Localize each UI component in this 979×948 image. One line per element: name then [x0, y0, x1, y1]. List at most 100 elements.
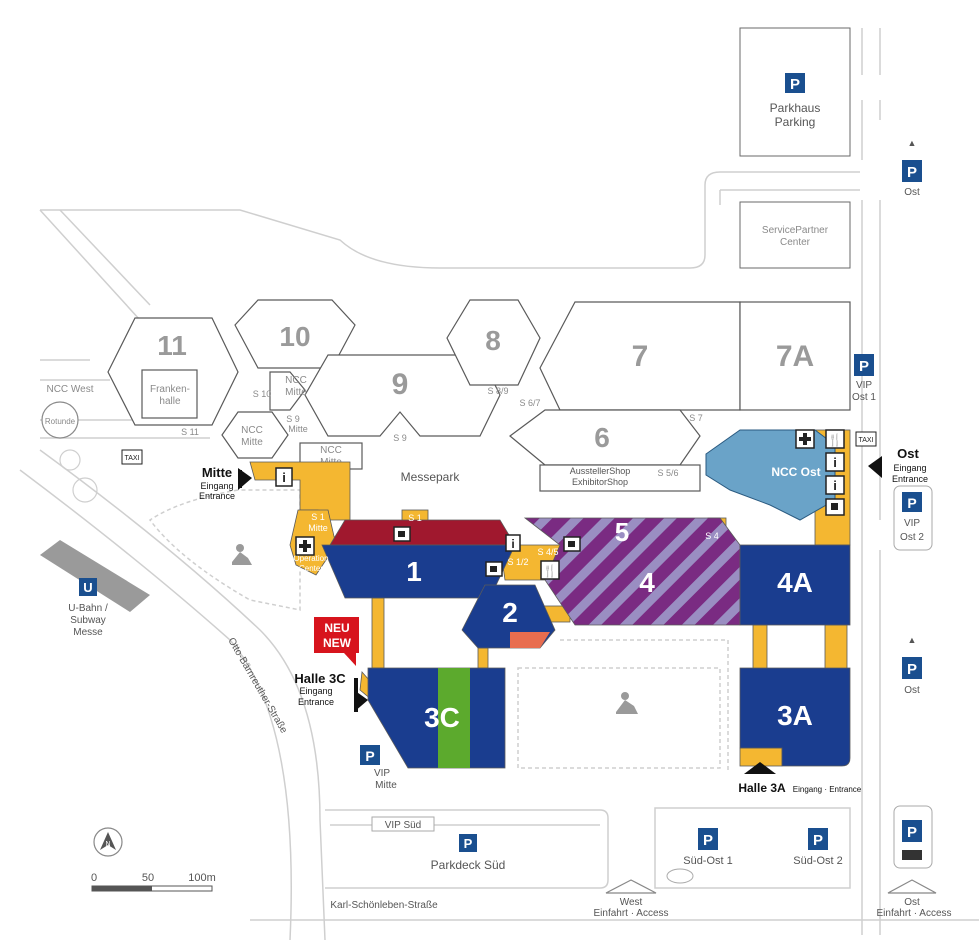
ncc-mitte-c [269, 371, 306, 411]
svg-text:NCC: NCC [320, 445, 342, 456]
svg-text:S 1: S 1 [311, 512, 325, 522]
svg-text:Mitte: Mitte [375, 780, 397, 791]
svg-text:1: 1 [406, 556, 422, 587]
svg-text:4A: 4A [777, 567, 813, 598]
svg-text:S 11: S 11 [181, 427, 199, 437]
svg-text:VIP: VIP [856, 380, 872, 391]
svg-text:Mitte: Mitte [288, 424, 308, 434]
svg-text:Center: Center [299, 564, 323, 573]
parking-ost-top: ▲ P Ost [902, 138, 922, 198]
hall-7a [739, 301, 851, 411]
svg-text:Ost 2: Ost 2 [900, 532, 924, 543]
parking-vip-mitte: P VIP Mitte [360, 745, 397, 791]
entrance-arrow-icon [354, 678, 368, 712]
svg-text:6: 6 [594, 422, 610, 453]
svg-text:VIP: VIP [904, 518, 920, 529]
svg-text:P: P [790, 76, 800, 93]
svg-text:Messepark: Messepark [401, 470, 461, 484]
svg-text:Halle 3C: Halle 3C [294, 671, 346, 686]
svg-text:S 10: S 10 [253, 389, 272, 399]
svg-text:Parkhaus: Parkhaus [770, 101, 821, 115]
svg-text:100m: 100m [188, 872, 216, 884]
svg-text:Ost: Ost [904, 897, 920, 908]
svg-text:9: 9 [392, 368, 409, 401]
svg-text:Entrance: Entrance [892, 474, 928, 484]
ncc-ost: NCC Ost [705, 429, 836, 521]
restaurant-icon: 🍴 [540, 560, 560, 580]
svg-text:U: U [83, 580, 92, 595]
svg-text:NEW: NEW [323, 636, 352, 650]
svg-text:🍴: 🍴 [828, 433, 843, 447]
svg-text:TAXI: TAXI [858, 437, 873, 444]
taxi-icon: TAXI [855, 431, 877, 447]
west-access: West Einfahrt · Access [593, 879, 669, 919]
svg-text:NCC: NCC [241, 425, 263, 436]
svg-text:Parking: Parking [775, 115, 816, 129]
vip-sued: VIP Süd [371, 816, 435, 832]
parkhaus-icon [459, 834, 477, 852]
ost-access: Ost Einfahrt · Access [876, 879, 952, 919]
entrance-arrow-icon [868, 456, 882, 478]
ncc-mitte-a [221, 411, 289, 459]
parking-icon [902, 657, 922, 679]
svg-text:Mitte: Mitte [285, 387, 307, 398]
info-icon: i [825, 475, 845, 495]
svg-text:i: i [833, 455, 837, 470]
parking-icon [698, 828, 718, 850]
svg-text:Entrance: Entrance [298, 697, 334, 707]
restaurant-icon: 🍴 [825, 429, 845, 449]
svg-text:Franken-: Franken- [150, 384, 190, 395]
parkhaus: P Parkhaus Parking [739, 27, 851, 157]
svg-text:NEU: NEU [324, 621, 349, 635]
svg-text:7: 7 [632, 340, 649, 373]
svg-text:AusstellerShop: AusstellerShop [570, 466, 631, 476]
svg-text:S 6/7: S 6/7 [519, 398, 540, 408]
svg-text:Einfahrt · Access: Einfahrt · Access [593, 908, 668, 919]
coffee-icon [485, 561, 503, 577]
svg-text:3C: 3C [424, 702, 460, 733]
svg-text:i: i [511, 537, 514, 551]
svg-text:S 5/6: S 5/6 [657, 468, 678, 478]
svg-text:P: P [813, 832, 823, 849]
new-badge: NEU NEW [314, 617, 359, 666]
first-aid-icon [295, 536, 315, 556]
svg-text:8: 8 [485, 325, 501, 356]
svg-text:S 8/9: S 8/9 [487, 386, 508, 396]
parking-icon [854, 354, 874, 376]
svg-text:P: P [907, 661, 917, 678]
svg-text:5: 5 [615, 517, 629, 547]
hall-3a: 3A [739, 667, 851, 767]
compass-icon: N [93, 827, 123, 857]
svg-text:S 4/5: S 4/5 [537, 547, 558, 557]
taxi-icon: TAXI [121, 449, 143, 465]
parking-icon [902, 492, 922, 512]
svg-text:S 4: S 4 [705, 531, 719, 541]
svg-text:▲: ▲ [908, 635, 917, 645]
frankenhalle [141, 369, 198, 419]
parking-vip-ost2: P VIP Ost 2 [893, 485, 933, 551]
coffee-icon [393, 526, 411, 542]
parking-icon [808, 828, 828, 850]
parking-ost-mid: ▲ P Ost [902, 635, 922, 696]
svg-text:Ost: Ost [897, 446, 919, 461]
svg-text:P: P [907, 495, 916, 511]
karl-street-label: Karl-Schönleben-Straße [330, 900, 438, 911]
info-icon: i [275, 467, 293, 487]
hall-1-red-area [329, 519, 516, 546]
parking-icon [902, 160, 922, 182]
svg-text:U-Bahn /: U-Bahn / [68, 603, 108, 614]
bus-icon [902, 850, 922, 860]
halle-3a-entrance: Halle 3A Eingang · Entrance [738, 781, 861, 795]
svg-text:Süd-Ost 2: Süd-Ost 2 [793, 855, 843, 867]
svg-text:Messe: Messe [73, 627, 103, 638]
svg-text:Ost: Ost [904, 685, 920, 696]
svg-text:Parkdeck Süd: Parkdeck Süd [431, 858, 506, 872]
svg-text:10: 10 [279, 321, 310, 352]
svg-text:N: N [105, 841, 110, 848]
scale-bar: 0 50 100m [91, 872, 216, 892]
corridor-labels: S 1 S 1 Mitte Operation Center S 4/5 S 1… [293, 512, 718, 573]
parking-icon [902, 820, 922, 842]
svg-text:Mitte: Mitte [241, 437, 263, 448]
svg-text:0: 0 [91, 872, 97, 884]
